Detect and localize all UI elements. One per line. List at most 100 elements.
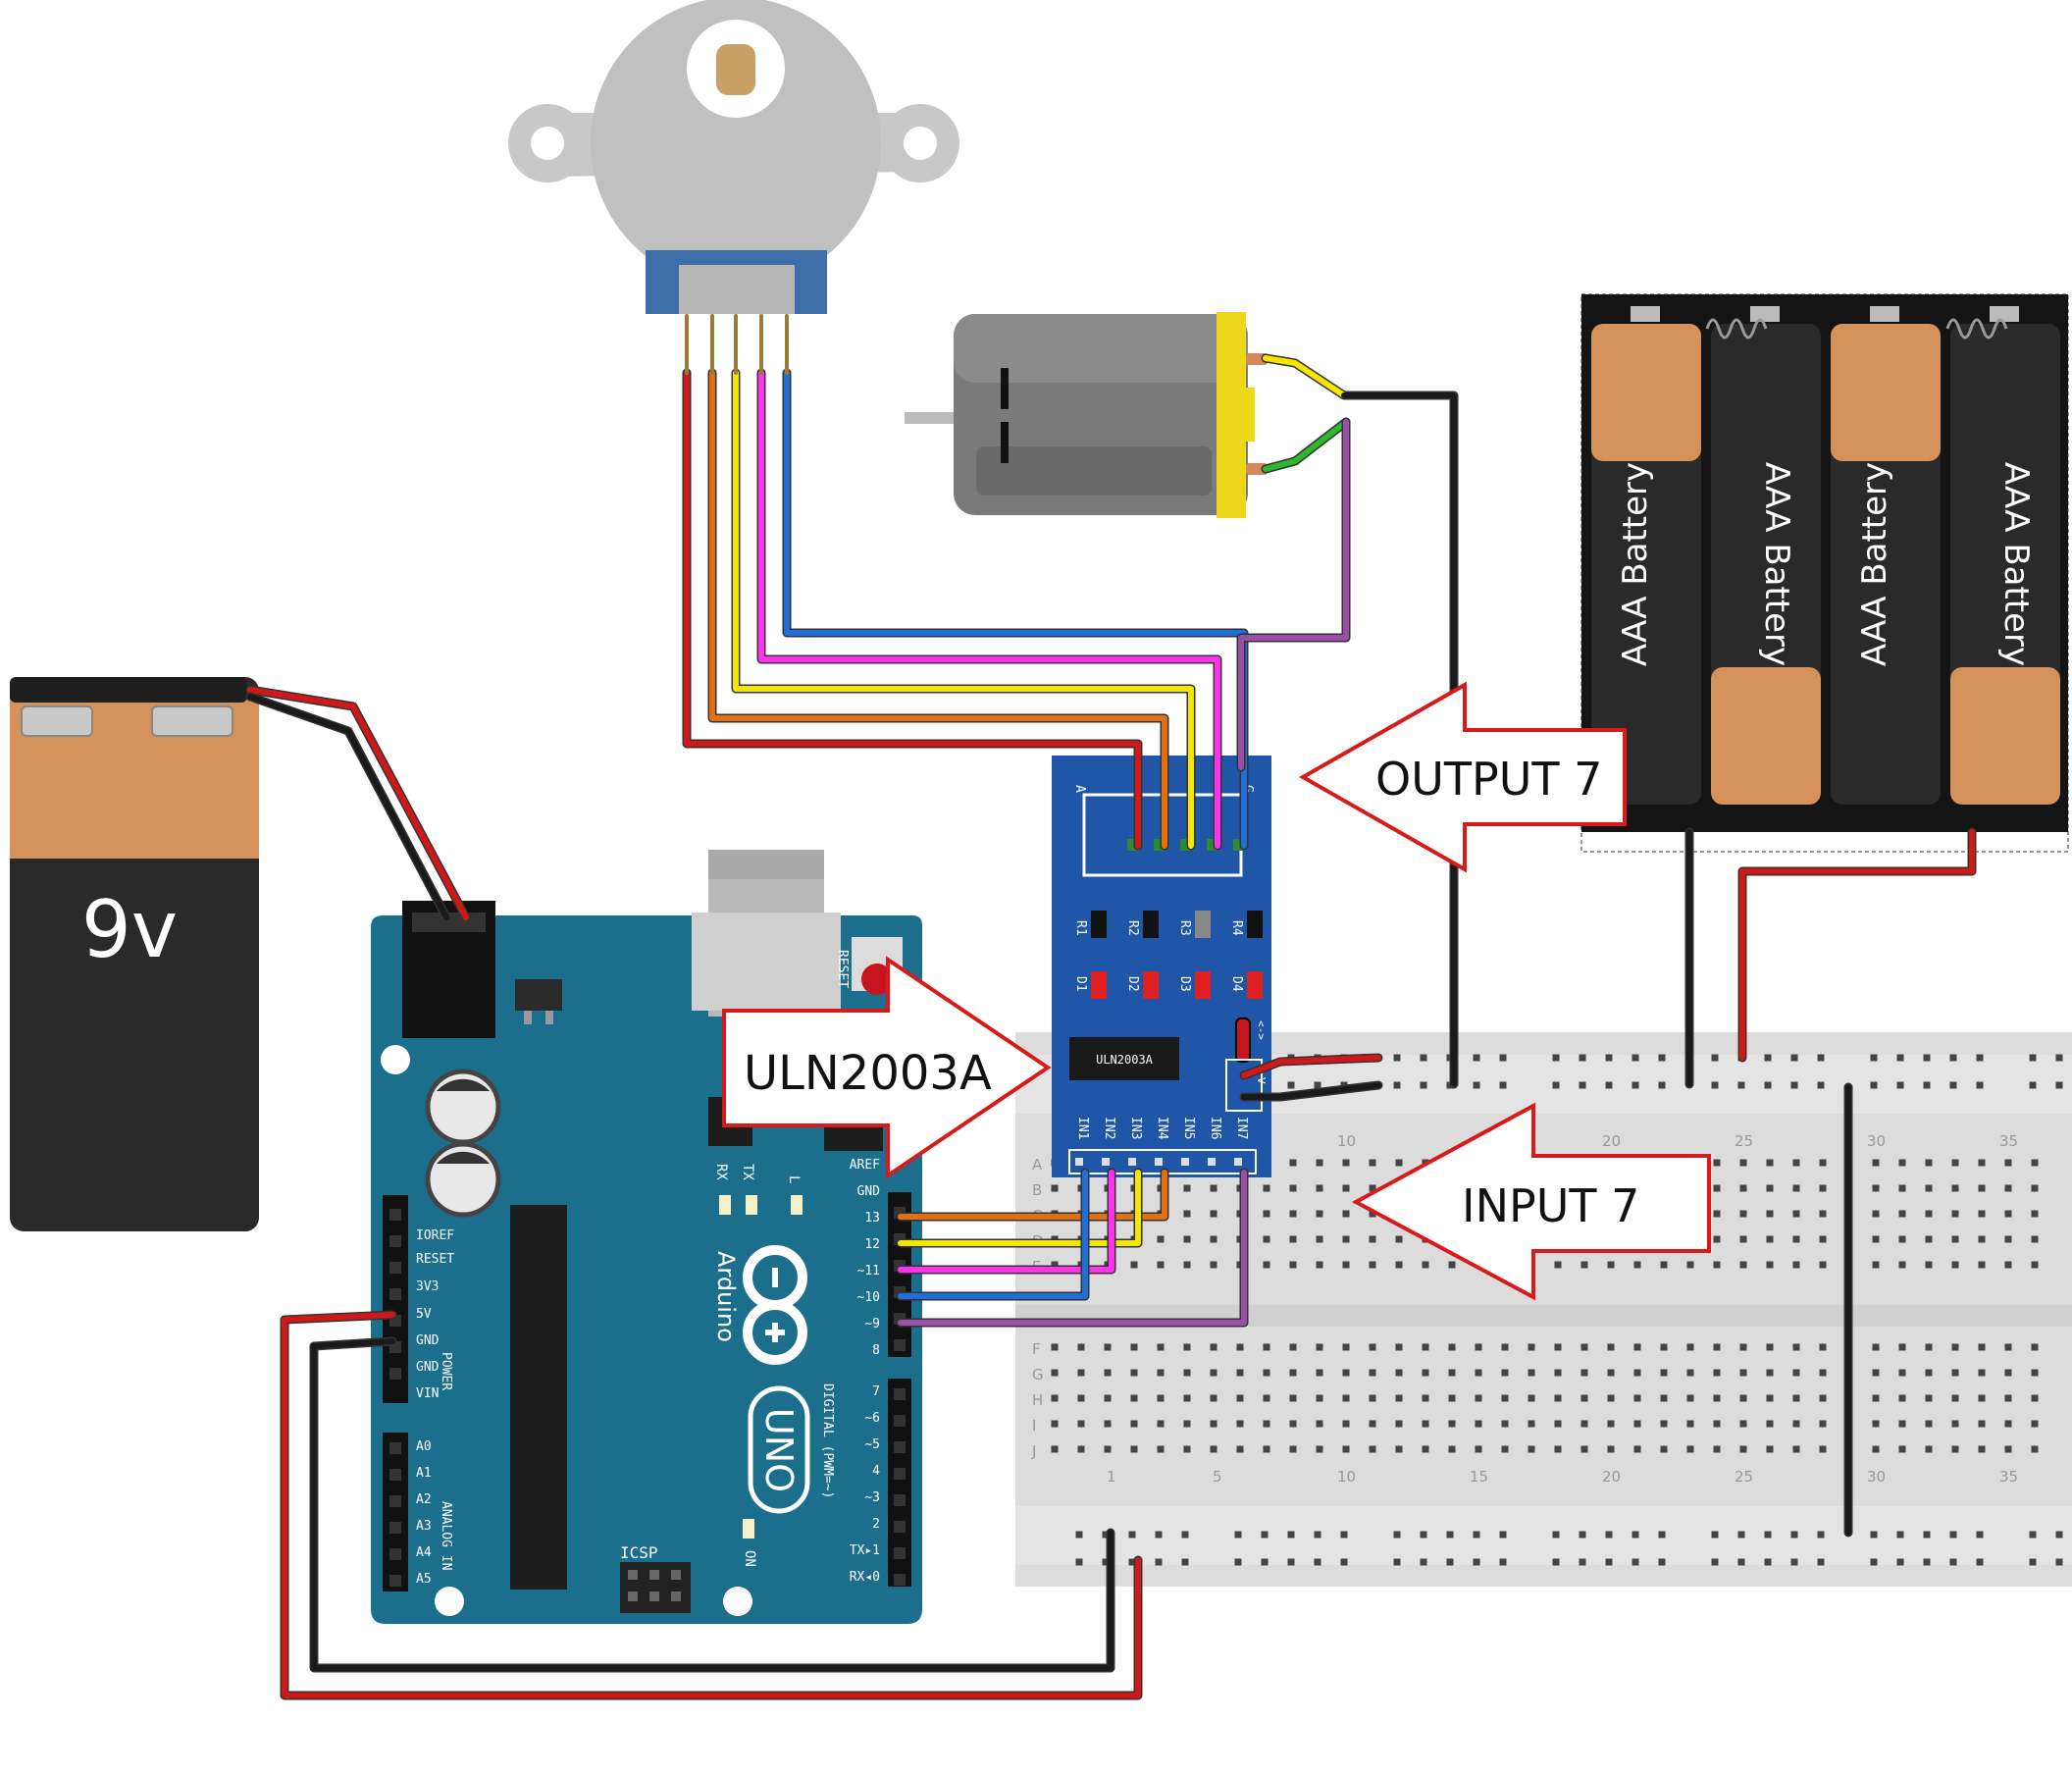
breadboard-hole xyxy=(1871,1082,1878,1089)
breadboard-hole xyxy=(1052,1370,1059,1377)
breadboard-hole xyxy=(1052,1446,1059,1453)
pin-label: ~9 xyxy=(864,1317,880,1331)
breadboard-hole xyxy=(1211,1446,1217,1453)
breadboard-hole xyxy=(1476,1395,1482,1402)
breadboard-hole xyxy=(1476,1370,1482,1377)
breadboard-hole xyxy=(1343,1421,1350,1428)
header-pin xyxy=(389,1495,401,1507)
breadboard-hole xyxy=(1447,1559,1454,1566)
breadboard-hole xyxy=(1687,1370,1694,1377)
breadboard-hole xyxy=(1237,1421,1244,1428)
breadboard-hole xyxy=(1661,1421,1668,1428)
breadboard-hole xyxy=(1317,1160,1323,1167)
breadboard-hole xyxy=(1211,1370,1217,1377)
wire-9v-black xyxy=(250,697,446,917)
pin-label: A2 xyxy=(416,1492,432,1507)
breadboard-hole xyxy=(1528,1446,1535,1453)
breadboard-hole xyxy=(1952,1211,1959,1218)
on-label: ON xyxy=(742,1550,757,1567)
breadboard-hole xyxy=(1131,1446,1138,1453)
breadboard-hole xyxy=(1820,1185,1827,1192)
breadboard-hole xyxy=(1767,1421,1774,1428)
breadboard-hole xyxy=(1820,1160,1827,1167)
breadboard-hole xyxy=(1952,1395,1959,1402)
breadboard-hole xyxy=(1158,1262,1165,1269)
led xyxy=(1091,971,1107,999)
column-number: 10 xyxy=(1337,1468,1356,1486)
breadboard-hole xyxy=(1608,1262,1615,1269)
breadboard-hole xyxy=(1767,1395,1774,1402)
breadboard-hole xyxy=(1924,1082,1931,1089)
breadboard-hole xyxy=(1184,1344,1191,1351)
breadboard-hole xyxy=(1606,1559,1613,1566)
aaa-cell-label: AAA Battery xyxy=(1855,462,1894,666)
breadboard-hole xyxy=(2005,1395,2012,1402)
breadboard-hole xyxy=(1449,1344,1456,1351)
breadboard-hole xyxy=(1262,1559,1269,1566)
breadboard-hole xyxy=(1131,1370,1138,1377)
breadboard-hole xyxy=(1897,1532,1904,1539)
breadboard-hole xyxy=(1714,1395,1721,1402)
icsp-pin xyxy=(628,1570,638,1580)
breadboard-hole xyxy=(2005,1370,2012,1377)
breadboard-hole xyxy=(2056,1532,2063,1539)
breadboard-hole xyxy=(1608,1395,1615,1402)
breadboard-hole xyxy=(1952,1446,1959,1453)
input-pin xyxy=(1102,1158,1110,1166)
breadboard-hole xyxy=(2005,1446,2012,1453)
breadboard-hole xyxy=(1528,1421,1535,1428)
breadboard-hole xyxy=(1767,1370,1774,1377)
breadboard-hole xyxy=(1950,1559,1957,1566)
uno-label: UNO xyxy=(757,1408,801,1492)
pin-label: 4 xyxy=(872,1464,880,1479)
breadboard-hole xyxy=(1370,1421,1376,1428)
pin-label: A5 xyxy=(416,1572,432,1587)
aaa-contact xyxy=(1990,306,2019,322)
breadboard-hole xyxy=(1264,1370,1270,1377)
breadboard-hole xyxy=(1528,1370,1535,1377)
breadboard-hole xyxy=(1926,1370,1933,1377)
uln2003-chip-label: ULN2003A xyxy=(1096,1053,1154,1067)
column-number: 25 xyxy=(1735,1468,1753,1486)
breadboard-hole xyxy=(2005,1344,2012,1351)
breadboard-hole xyxy=(1950,1532,1957,1539)
breadboard-hole xyxy=(1528,1344,1535,1351)
breadboard-hole xyxy=(1341,1559,1348,1566)
pin-label: A3 xyxy=(416,1519,432,1534)
breadboard-hole xyxy=(1553,1082,1560,1089)
rx-label: RX xyxy=(713,1164,729,1180)
breadboard-hole xyxy=(1317,1211,1323,1218)
breadboard-hole xyxy=(1449,1262,1456,1269)
breadboard-hole xyxy=(2032,1370,2039,1377)
icsp-pin xyxy=(649,1591,659,1601)
breadboard-hole xyxy=(1078,1395,1085,1402)
header-pin xyxy=(389,1288,401,1300)
aaa-contact xyxy=(1870,306,1899,322)
input-label: IN1 xyxy=(1075,1117,1090,1139)
aaa-cell-cap xyxy=(1831,324,1941,461)
breadboard-hole xyxy=(1950,1082,1957,1089)
breadboard-hole xyxy=(1500,1559,1507,1566)
breadboard-hole xyxy=(1738,1532,1745,1539)
breadboard-hole xyxy=(1264,1211,1270,1218)
header-pin xyxy=(894,1521,906,1533)
breadboard-hole xyxy=(1952,1344,1959,1351)
breadboard-hole xyxy=(1820,1211,1827,1218)
breadboard-hole xyxy=(1873,1211,1880,1218)
aaa-contact xyxy=(1750,306,1780,322)
breadboard-hole xyxy=(1421,1082,1427,1089)
breadboard-hole xyxy=(1343,1236,1350,1243)
column-number: 10 xyxy=(1337,1132,1356,1150)
breadboard-hole xyxy=(1237,1446,1244,1453)
breadboard-hole xyxy=(1767,1344,1774,1351)
breadboard-hole xyxy=(2056,1082,2063,1089)
header-pin xyxy=(894,1468,906,1480)
pin-label: A1 xyxy=(416,1466,432,1481)
icsp-pin xyxy=(628,1591,638,1601)
breadboard-hole xyxy=(1714,1370,1721,1377)
breadboard-hole xyxy=(1791,1532,1798,1539)
breadboard-hole xyxy=(1105,1370,1112,1377)
breadboard-hole xyxy=(1977,1532,1984,1539)
input-label: IN4 xyxy=(1155,1117,1169,1140)
breadboard-hole xyxy=(1818,1559,1825,1566)
